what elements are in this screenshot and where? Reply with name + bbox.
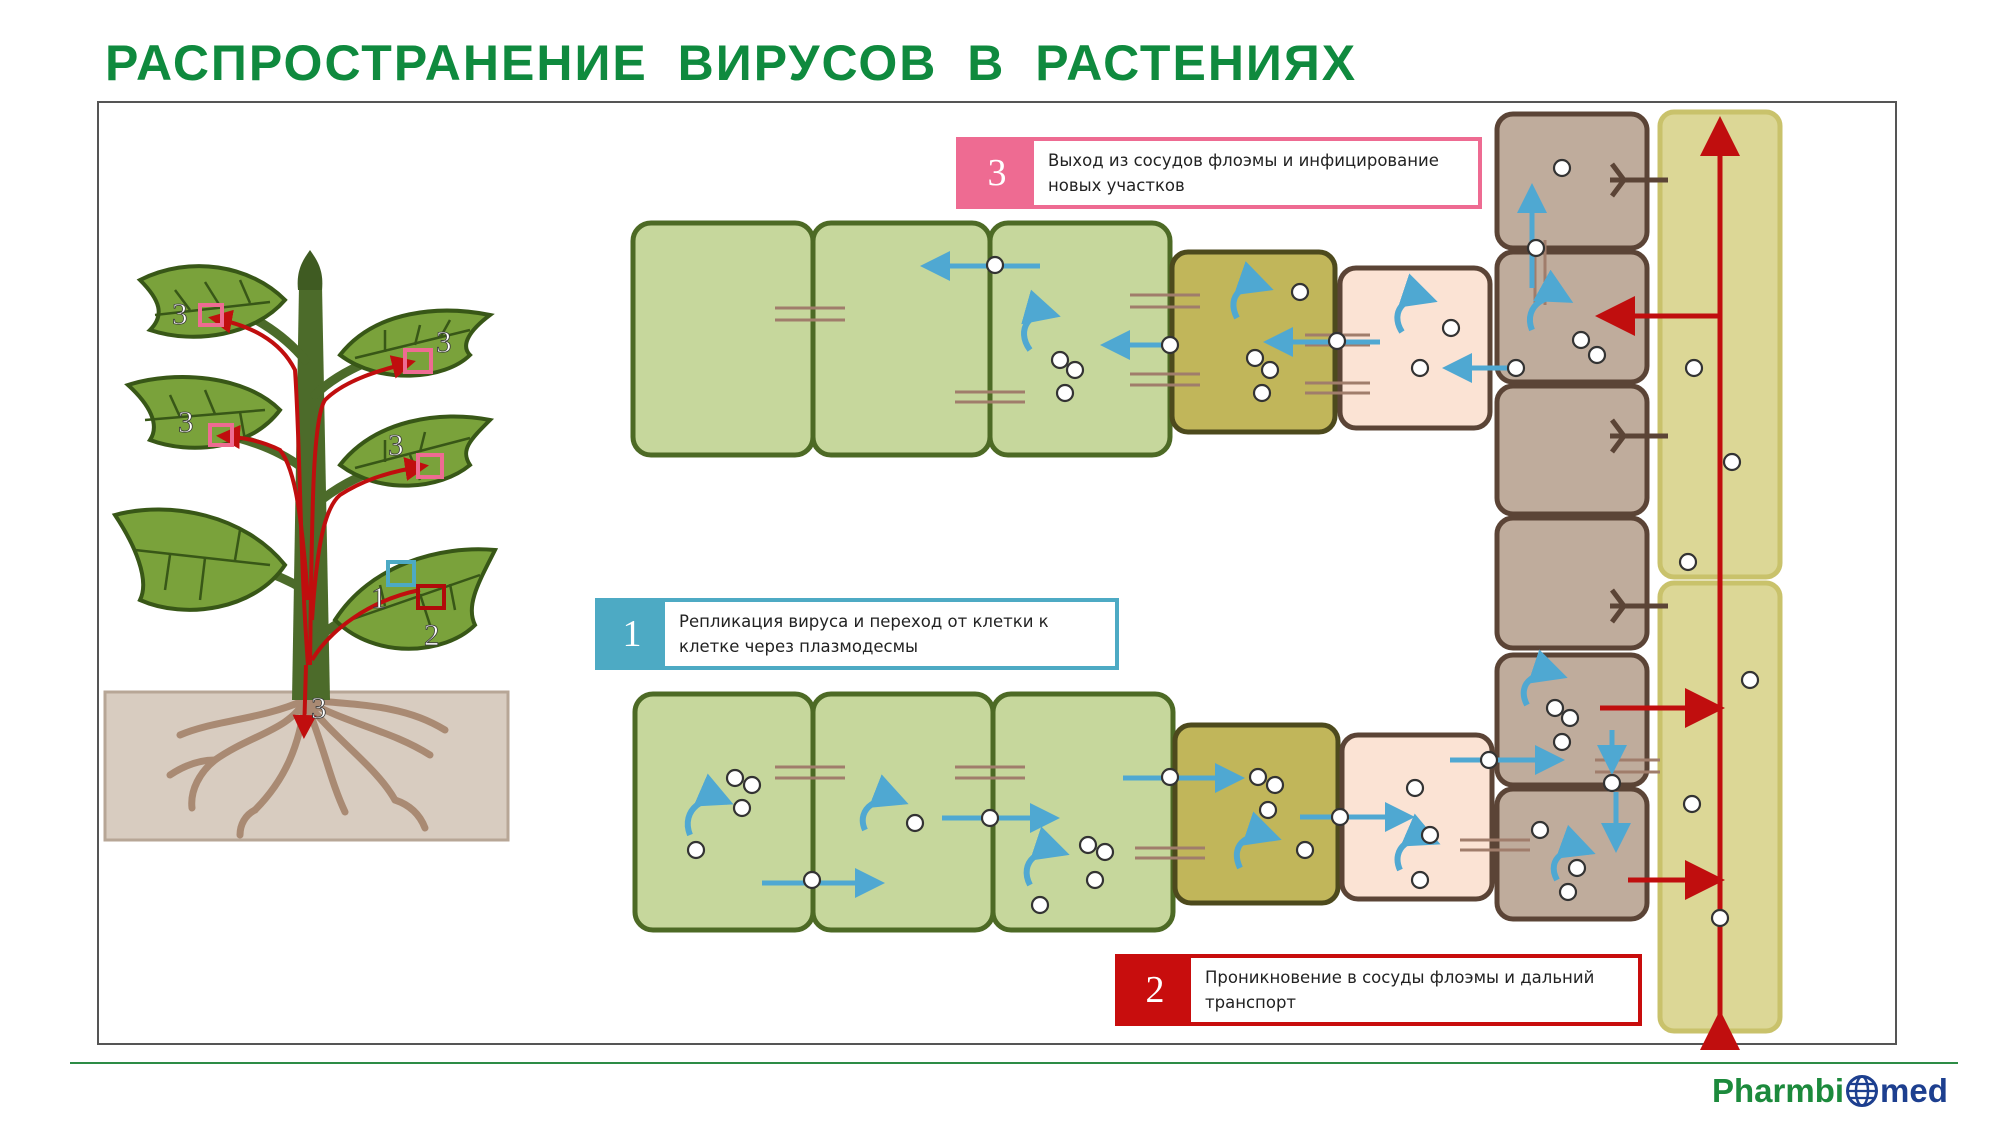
- callout-phloem-exit: 3 Выход из сосудов флоэмы и инфицировани…: [956, 137, 1482, 209]
- stem-tip: [297, 250, 323, 290]
- infection-site-mid-left: [208, 423, 234, 447]
- leaf-label-entry: 1: [371, 580, 387, 615]
- leaf-label-mid-right: 3: [388, 427, 404, 462]
- leaf-label-top-right: 3: [436, 324, 452, 359]
- mesophyll-cell-lower-3: [990, 691, 1176, 933]
- companion-cell-4: [1494, 515, 1650, 651]
- callout-number: 3: [960, 141, 1034, 205]
- lower-cell-row: [632, 691, 1495, 933]
- leaf-label-mid-left: 3: [178, 404, 194, 439]
- virus-movement-arrows: [762, 183, 1631, 898]
- leaf-label-phloem: 2: [424, 617, 440, 652]
- bundle-sheath-cell-lower: [1172, 722, 1341, 906]
- root-label: 3: [311, 690, 327, 725]
- companion-cell-3: [1494, 383, 1650, 517]
- callout-text: Репликация вируса и переход от клетки к …: [679, 612, 1049, 656]
- callout-replication: 1 Репликация вируса и переход от клетки …: [595, 598, 1119, 670]
- companion-cells: [1494, 111, 1650, 922]
- plant-illustration: 3 3 3 3 1 2 3: [103, 250, 510, 842]
- logo-text-part2: med: [1880, 1072, 1948, 1109]
- infection-paths: [208, 309, 429, 739]
- leaf-label-top-left: 3: [172, 296, 188, 331]
- mesophyll-cell-upper-2: [810, 220, 993, 458]
- mesophyll-cell-upper-1: [630, 220, 816, 458]
- virus-particles: [686, 158, 1760, 928]
- footer-divider: [70, 1062, 1958, 1064]
- phloem-transport-arrows: [1595, 116, 1740, 1050]
- logo-text-part1: Pharmbi: [1712, 1072, 1845, 1109]
- mesophyll-cell-lower-1: [632, 691, 816, 933]
- entry-site-box: [386, 560, 416, 587]
- page-title: РАСПРОСТРАНЕНИЕ ВИРУСОВ В РАСТЕНИЯХ: [105, 35, 1358, 91]
- leaf-veins: [134, 279, 481, 626]
- callout-text: Выход из сосудов флоэмы и инфицирование …: [1048, 151, 1439, 195]
- replication-arrows: [684, 261, 1596, 887]
- infection-site-mid-right: [416, 453, 444, 479]
- phloem-entry-box: [416, 584, 446, 610]
- plasmodesmata: [775, 240, 1660, 860]
- mesophyll-cell-lower-2: [810, 691, 996, 933]
- callout-phloem-transport: 2 Проникновение в сосуды флоэмы и дальни…: [1115, 954, 1642, 1026]
- callout-text: Проникновение в сосуды флоэмы и дальний …: [1205, 968, 1595, 1012]
- callout-number: 1: [599, 602, 665, 666]
- infection-site-top-left: [198, 303, 224, 327]
- globe-icon: [1846, 1075, 1879, 1107]
- pharmbiomed-logo: Pharmbi med: [1712, 1071, 1948, 1111]
- upper-cell-row: [630, 220, 1493, 458]
- callout-number: 2: [1119, 958, 1191, 1022]
- infection-site-top-right: [403, 348, 433, 374]
- mesophyll-cell-upper-3: [987, 220, 1173, 458]
- phloem-parenchyma-cell-upper: [1337, 265, 1493, 431]
- sieve-plate-pores: [1610, 162, 1668, 624]
